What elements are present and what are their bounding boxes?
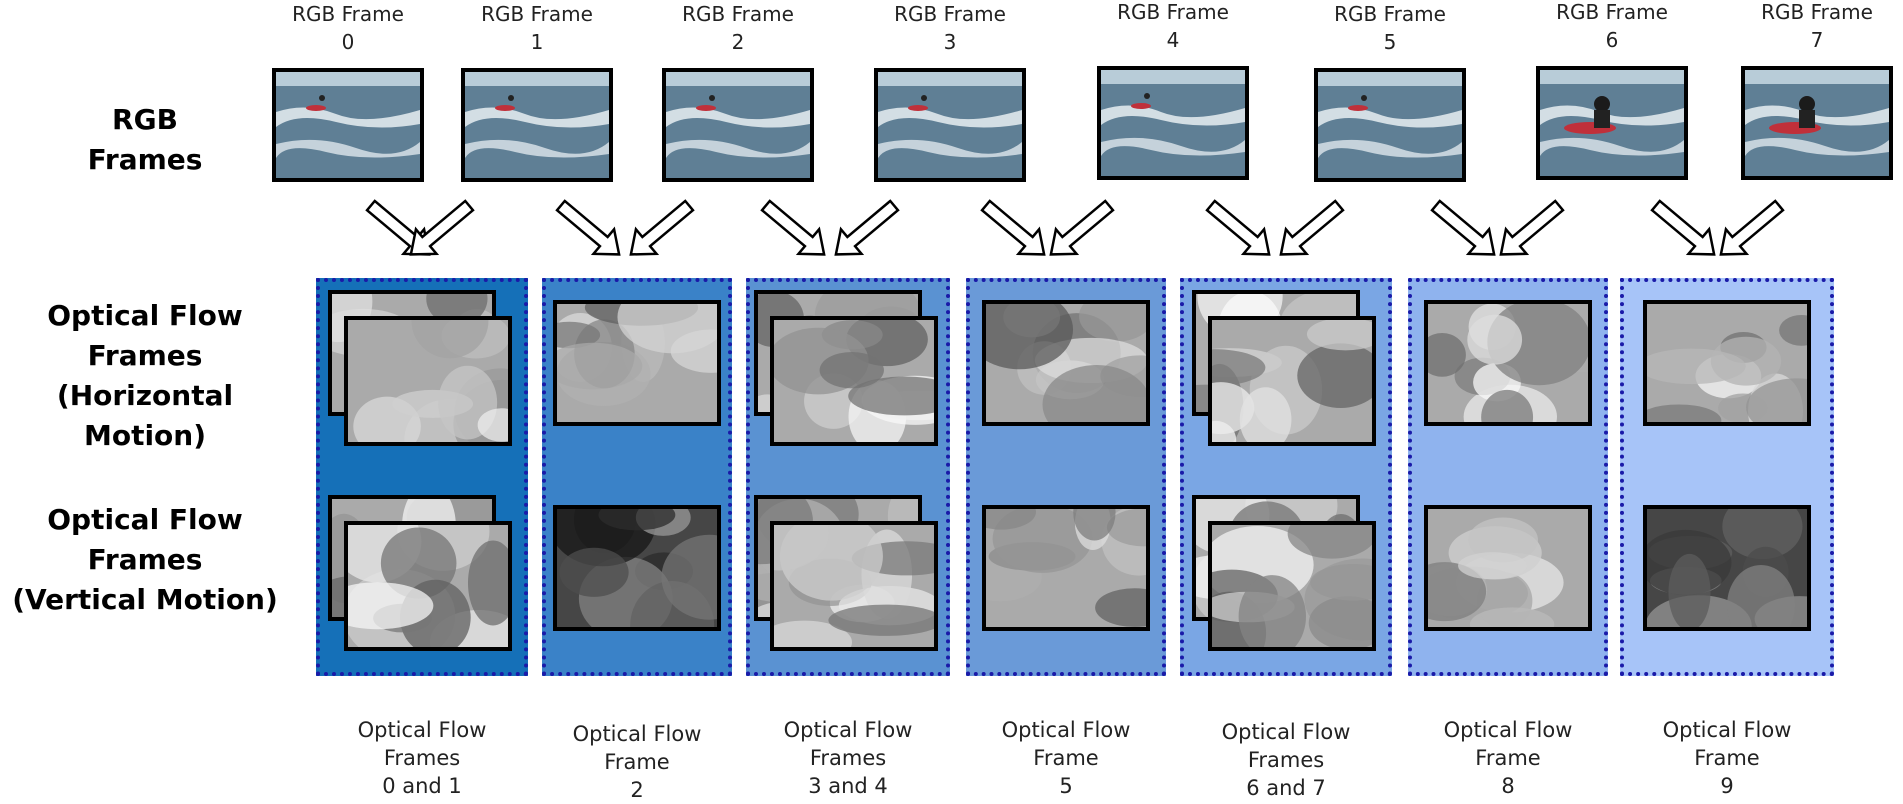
rgb-frame-index: 6 [1605, 28, 1619, 52]
rgb-frame-index: 2 [731, 30, 745, 54]
arrow-down-right-icon [1200, 195, 1280, 265]
optical-flow-image [1643, 300, 1811, 426]
rgb-frame-thumbnail [1741, 66, 1893, 180]
optical-flow-image [1208, 316, 1376, 446]
rgb-frame-title: RGB Frame [894, 2, 1006, 26]
rgb-frame-index: 5 [1383, 30, 1397, 54]
arrow-down-left-icon [1710, 195, 1790, 265]
horizontal-label-line1: Optical Flow Frames [47, 299, 243, 372]
arrow-down-left-icon [620, 195, 700, 265]
rgb-frame-thumbnail [1314, 68, 1466, 182]
arrow-down-left-icon [1490, 195, 1570, 265]
rgb-frame-thumbnail [1536, 66, 1688, 180]
caption-line3: 0 and 1 [382, 774, 462, 798]
optical-flow-image [1643, 505, 1811, 631]
arrow-down-right-icon [550, 195, 630, 265]
optical-flow-image [344, 521, 512, 651]
arrow-down-right-icon [975, 195, 1055, 265]
optical-flow-image [770, 521, 938, 651]
rgb-frame-index: 1 [530, 30, 544, 54]
rgb-row-label: RGB Frames [50, 100, 240, 180]
caption-line3: 5 [1059, 774, 1073, 798]
caption-line2: Frame [1033, 746, 1099, 770]
arrow-down-left-icon [400, 195, 480, 265]
arrow-down-left-icon [1040, 195, 1120, 265]
horizontal-flow-row-label: Optical Flow Frames (Horizontal Motion) [0, 296, 290, 456]
vertical-label-line2: (Vertical Motion) [12, 583, 278, 616]
caption-line2: Frames [1247, 748, 1325, 772]
horizontal-label-line2: (Horizontal Motion) [56, 379, 234, 452]
caption-line2: Frame [604, 750, 670, 774]
rgb-frame-title: RGB Frame [1117, 0, 1229, 24]
rgb-frame-title: RGB Frame [1334, 2, 1446, 26]
caption-line2: Frames [383, 746, 461, 770]
caption-line2: Frame [1475, 746, 1541, 770]
rgb-frame-title: RGB Frame [1761, 0, 1873, 24]
caption-line1: Optical Flow [1662, 718, 1792, 742]
optical-flow-image [982, 505, 1150, 631]
caption-line1: Optical Flow [1221, 720, 1351, 744]
rgb-frame-caption: RGB Frame 3 [865, 0, 1035, 56]
vertical-flow-row-label: Optical Flow Frames (Vertical Motion) [0, 500, 290, 620]
caption-line1: Optical Flow [357, 718, 487, 742]
rgb-frame-index: 7 [1810, 28, 1824, 52]
arrow-down-right-icon [1645, 195, 1725, 265]
rgb-frame-thumbnail [1097, 66, 1249, 180]
caption-line1: Optical Flow [783, 718, 913, 742]
rgb-frame-caption: RGB Frame 5 [1305, 0, 1475, 56]
rgb-frame-caption: RGB Frame 7 [1732, 0, 1902, 54]
rgb-frame-thumbnail [272, 68, 424, 182]
vertical-label-line1: Optical Flow Frames [47, 503, 243, 576]
rgb-frame-index: 4 [1166, 28, 1180, 52]
rgb-frame-title: RGB Frame [292, 2, 404, 26]
rgb-frame-caption: RGB Frame 2 [653, 0, 823, 56]
arrow-down-right-icon [1425, 195, 1505, 265]
caption-line3: 9 [1720, 774, 1734, 798]
caption-line3: 3 and 4 [808, 774, 888, 798]
rgb-frame-thumbnail [461, 68, 613, 182]
optical-flow-image [1208, 521, 1376, 651]
optical-flow-image [553, 505, 721, 631]
caption-line2: Frame [1694, 746, 1760, 770]
rgb-row-label-text: RGB Frames [87, 103, 203, 176]
rgb-frame-title: RGB Frame [682, 2, 794, 26]
rgb-frame-title: RGB Frame [1556, 0, 1668, 24]
optical-flow-image [1424, 505, 1592, 631]
caption-line1: Optical Flow [1443, 718, 1573, 742]
caption-line3: 2 [630, 778, 644, 802]
rgb-frame-index: 3 [943, 30, 957, 54]
arrow-down-left-icon [825, 195, 905, 265]
rgb-frame-index: 0 [341, 30, 355, 54]
optical-flow-image [770, 316, 938, 446]
rgb-frame-caption: RGB Frame 1 [452, 0, 622, 56]
rgb-frame-caption: RGB Frame 4 [1088, 0, 1258, 54]
rgb-frame-thumbnail [662, 68, 814, 182]
optical-flow-image [344, 316, 512, 446]
optical-flow-image [553, 300, 721, 426]
optical-flow-image [1424, 300, 1592, 426]
caption-line1: Optical Flow [572, 722, 702, 746]
optical-flow-image [982, 300, 1150, 426]
caption-line3: 8 [1501, 774, 1515, 798]
arrow-down-right-icon [755, 195, 835, 265]
rgb-frame-caption: RGB Frame 0 [263, 0, 433, 56]
arrow-down-left-icon [1270, 195, 1350, 265]
rgb-frame-thumbnail [874, 68, 1026, 182]
caption-line3: 6 and 7 [1246, 776, 1326, 800]
rgb-frame-caption: RGB Frame 6 [1527, 0, 1697, 54]
caption-line2: Frames [809, 746, 887, 770]
caption-line1: Optical Flow [1001, 718, 1131, 742]
rgb-frame-title: RGB Frame [481, 2, 593, 26]
